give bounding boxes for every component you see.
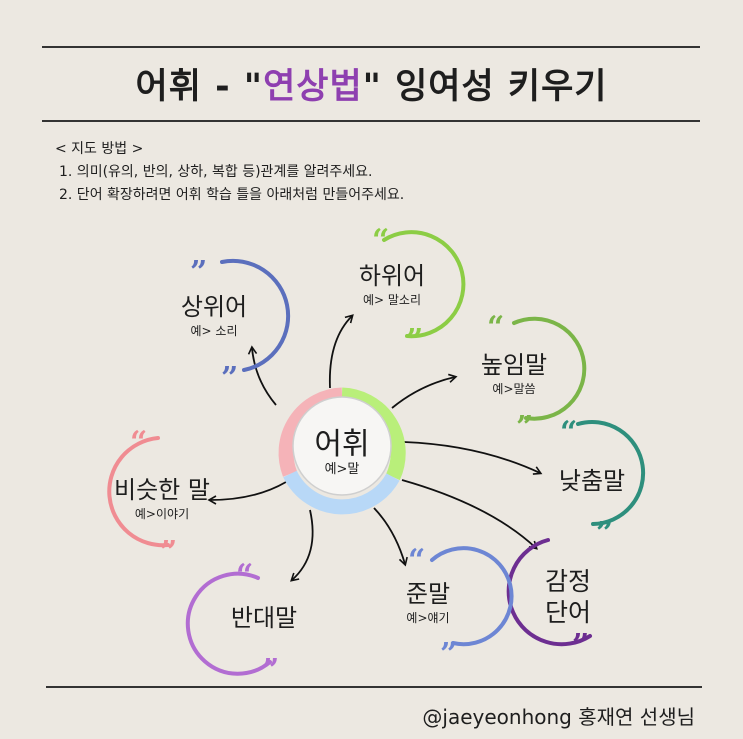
hyponym-circle (382, 230, 466, 339)
honorific-quote-close: ” (516, 410, 533, 445)
hyponym-example: 예> 말소리 (362, 293, 422, 307)
hyponym-quote-open: “ (372, 223, 389, 258)
honorific-label: 높임말 (480, 351, 548, 379)
center-ring-green (341, 387, 406, 481)
arrow-to-humble (403, 441, 543, 475)
antonym-quote-open: “ (236, 558, 253, 593)
arrow-to-emotion (401, 479, 538, 550)
arrow-to-antonym (290, 509, 314, 582)
abbrev-quote-open: “ (408, 543, 425, 578)
abbrev-quote-close: ” (440, 637, 457, 672)
antonym-circle (185, 571, 272, 676)
hypernym-quote-open: ” (190, 255, 207, 290)
center-example: 예>말 (324, 462, 360, 477)
humble-quote-open: “ (560, 415, 577, 450)
hyponym-label: 하위어 (358, 262, 426, 290)
synonym-quote-open: “ (130, 425, 147, 460)
synonym-example: 예>이야기 (134, 507, 190, 521)
arrow-to-honorific (391, 373, 458, 409)
humble-quote-close: ” (596, 516, 613, 551)
arrow-to-hyponym (328, 314, 354, 389)
center-node: 어휘 예>말 (284, 428, 400, 478)
synonym-label: 비슷한 말 (114, 476, 210, 504)
node-hyponym: 하위어 예> 말소리 (338, 262, 446, 308)
guide-item-1: 1. 의미(유의, 반의, 상하, 복합 등)관계를 알려주세요. (59, 164, 373, 180)
honorific-quote-open: “ (487, 310, 504, 345)
center-ring-pink (278, 387, 343, 477)
hypernym-quote-close: ” (221, 361, 238, 396)
humble-circle (576, 420, 646, 526)
title-prefix: 어휘 - " (135, 67, 264, 107)
emotion-circle (506, 538, 592, 647)
hypernym-label: 상위어 (180, 293, 248, 321)
abbrev-example: 예>얘기 (406, 611, 450, 625)
guide-item-2: 2. 단어 확장하려면 어휘 학습 틀을 아래처럼 만들어주세요. (59, 187, 405, 203)
center-label: 어휘 (314, 427, 370, 462)
bottom-rule (46, 686, 702, 688)
node-humble: 낮춤말 (538, 467, 646, 495)
center-inner-circle (292, 396, 392, 496)
top-rule-inner (42, 120, 700, 122)
abbrev-label: 준말 (405, 580, 451, 608)
footer-credit: @jaeyeonhong 홍재연 선생님 (422, 705, 695, 729)
arrow-to-synonym (207, 481, 287, 505)
synonym-circle (107, 436, 170, 548)
emotion-label: 감정 단어 (544, 567, 591, 627)
arrow-to-abbrev (373, 507, 408, 567)
center-ring-blue (283, 470, 400, 515)
antonym-label: 반대말 (230, 604, 298, 632)
guide-heading: < 지도 방법 > (55, 141, 144, 157)
arrow-to-hypernym (247, 345, 277, 406)
title-accent: 연상법 (263, 67, 363, 107)
node-hypernym: 상위어 예> 소리 (160, 293, 268, 339)
honorific-circle (512, 316, 587, 421)
humble-label: 낮춤말 (558, 467, 626, 495)
title-suffix: " 잉여성 키우기 (362, 67, 608, 107)
node-synonym: 비슷한 말 예>이야기 (100, 476, 224, 522)
hyponym-quote-close: ” (406, 323, 423, 358)
node-antonym: 반대말 (210, 604, 318, 632)
node-emotion: 감정 단어 (514, 566, 622, 628)
node-honorific: 높임말 예>말씀 (460, 351, 568, 397)
abbrev-circle (430, 546, 514, 647)
antonym-quote-close: ” (262, 653, 279, 688)
synonym-quote-close: ” (160, 535, 177, 570)
hypernym-circle (220, 258, 291, 372)
emotion-quote-close: ” (572, 628, 589, 663)
guide-section: < 지도 방법 > 1. 의미(유의, 반의, 상하, 복합 등)관계를 알려주… (55, 138, 404, 207)
page-title: 어휘 - "연상법" 잉여성 키우기 (0, 58, 743, 109)
honorific-example: 예>말씀 (492, 382, 536, 396)
node-abbrev: 준말 예>얘기 (374, 580, 482, 626)
top-rule-outer (42, 46, 700, 48)
hypernym-example: 예> 소리 (190, 324, 238, 338)
